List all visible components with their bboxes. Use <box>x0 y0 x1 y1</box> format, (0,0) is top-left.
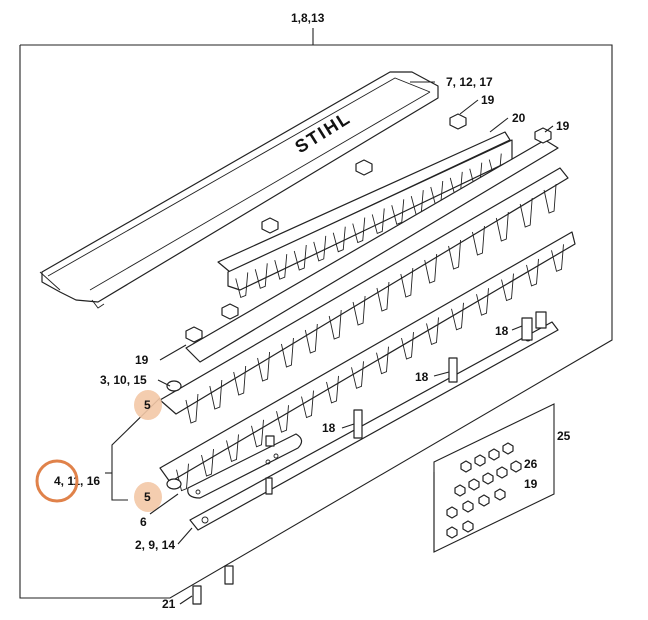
highlight-ring <box>35 459 79 503</box>
cutter-tooth <box>501 273 514 302</box>
label-bolt-a: 18 <box>495 324 509 338</box>
kit-nut <box>446 526 458 539</box>
cutter-tooth <box>495 211 509 242</box>
label-bolt-b: 18 <box>415 370 429 384</box>
label-bolt-c: 18 <box>322 421 336 435</box>
parts-kit <box>433 403 555 553</box>
cutter-tooth <box>304 323 318 354</box>
label-washer-lower: 5 <box>144 490 151 504</box>
kit-nut <box>462 520 474 533</box>
kit-nut <box>474 454 486 467</box>
blade-tooth <box>332 226 346 253</box>
cutter-tooth <box>543 183 557 214</box>
cutter-tooth <box>352 295 366 326</box>
cutter-tooth <box>328 309 342 340</box>
upper-blade <box>217 131 513 299</box>
kit-nut <box>482 472 494 485</box>
cutter-tooth <box>201 449 214 477</box>
label-nut-top-a: 19 <box>481 93 495 107</box>
label-nut-left: 19 <box>135 353 149 367</box>
kit-nut <box>460 460 472 473</box>
cutter-tooth <box>185 393 199 424</box>
label-blade-upper: 20 <box>512 111 526 125</box>
cutter-tooth <box>326 375 339 404</box>
cutter-tooth <box>451 302 464 331</box>
cutter-tooth <box>376 346 389 375</box>
kit-nut <box>502 442 514 455</box>
bolts <box>265 311 547 495</box>
cutter-tooth <box>251 419 264 448</box>
kit-nut <box>478 494 490 507</box>
kit-nut <box>462 500 474 513</box>
cutter-tooth <box>401 332 414 360</box>
kit-nut <box>454 484 466 497</box>
cutter-tooth <box>526 258 539 287</box>
label-kit: 25 <box>557 429 571 443</box>
nuts <box>185 113 552 343</box>
blade-tooth <box>235 272 249 299</box>
cutter-tooth <box>276 405 289 433</box>
cutter-tooth <box>351 361 364 389</box>
spacer-plate <box>187 433 303 499</box>
cutter-tooth <box>400 267 414 298</box>
kit-nut <box>468 478 480 491</box>
cutter-bracket <box>105 397 161 501</box>
label-nut-kit: 19 <box>524 477 538 491</box>
cutter-tooth <box>551 244 564 272</box>
cutter-bar-upper <box>159 139 569 424</box>
kit-nut <box>446 506 458 519</box>
cutter-tooth <box>280 337 294 368</box>
blade-tooth <box>371 208 385 235</box>
label-kit-item: 26 <box>524 457 538 471</box>
cutter-tooth <box>471 225 485 256</box>
cutter-tooth <box>376 281 390 312</box>
assembly-frame <box>19 28 613 599</box>
kit-nut <box>496 466 508 479</box>
label-bar-lower: 2, 9, 14 <box>135 538 175 552</box>
cutter-tooth <box>226 434 239 463</box>
label-cutter-upper: 3, 10, 15 <box>100 373 147 387</box>
label-cover: 7, 12, 17 <box>446 75 493 89</box>
blade-tooth <box>313 235 327 262</box>
cutter-tooth <box>424 253 438 284</box>
washers <box>166 380 182 490</box>
label-assembly: 1,8,13 <box>291 11 325 25</box>
blade-tooth <box>352 217 366 244</box>
blade-tooth <box>274 254 288 280</box>
cutter-tooth <box>257 351 271 382</box>
screws <box>192 565 234 605</box>
label-washer-upper: 5 <box>144 398 151 412</box>
cutter-tooth <box>426 317 439 346</box>
cutter-tooth <box>476 288 489 316</box>
highlight-washer-upper <box>134 390 162 420</box>
cutter-tooth <box>448 239 462 270</box>
cutter-tooth <box>301 390 314 419</box>
cutter-blade-lower <box>159 231 576 492</box>
cutter-tooth <box>209 379 223 410</box>
blade-tooth <box>293 244 307 271</box>
cutter-tooth <box>233 365 247 396</box>
kit-nut <box>488 448 500 461</box>
label-screw: 21 <box>162 597 176 611</box>
kit-nut <box>494 488 506 501</box>
leader-lines <box>149 81 554 605</box>
kit-nut <box>510 460 522 473</box>
label-nut-top-b: 19 <box>556 119 570 133</box>
highlight-washer-lower <box>134 482 162 512</box>
blade-tooth <box>391 199 405 225</box>
blade-tooth <box>254 263 268 289</box>
cutter-tooth <box>519 197 533 228</box>
label-spacer: 6 <box>140 515 147 529</box>
